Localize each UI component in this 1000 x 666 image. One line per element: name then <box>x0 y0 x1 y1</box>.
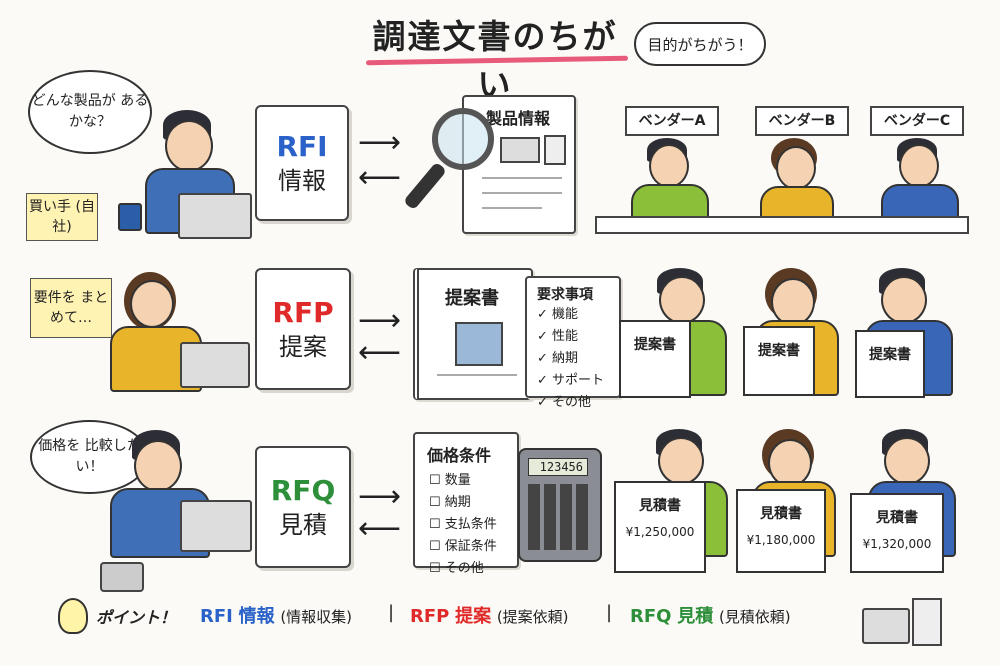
footer-rfq: RFQ 見積 (見積依頼) <box>630 602 791 628</box>
page-title: 調達文書のちがい <box>372 17 618 104</box>
magnifier-handle <box>402 161 448 211</box>
proposal-placard: 提案書 <box>855 330 925 398</box>
checklist-item: ✓ 機能 <box>537 307 579 322</box>
rfp-document: RFP 提案 <box>255 268 351 390</box>
footer-separator: | <box>388 602 395 623</box>
proposal-placard: 提案書 <box>619 320 691 398</box>
building-icon <box>455 322 503 366</box>
condition-item: ☐ 支払条件 <box>429 517 497 533</box>
condition-item: ☐ 数量 <box>429 473 471 488</box>
rfi-document: RFI 情報 <box>255 105 349 221</box>
requirements-note: 要件を まとめて… <box>30 278 112 338</box>
footer-rfq-paren: (見積依頼) <box>718 608 791 626</box>
arrow-left-icon: ⟵ <box>358 160 402 195</box>
rfi-doc-code: RFI <box>276 130 328 164</box>
footer-rfq-label: 見積 <box>677 606 714 627</box>
quote-price: ¥1,250,000 <box>625 525 695 539</box>
proposal-placard: 提案書 <box>743 326 815 396</box>
footer-rfp-code: RFP <box>410 606 450 627</box>
laptop-icon <box>180 500 252 552</box>
thought-bubble-rfi: どんな製品が あるかな？ <box>28 70 152 154</box>
rfq-document: RFQ 見積 <box>255 446 351 568</box>
point-label: ポイント！ <box>96 608 177 627</box>
arrow-right-icon: ⟶ <box>358 479 402 514</box>
arrow-right-icon: ⟶ <box>358 303 402 338</box>
arrow-left-icon: ⟵ <box>358 335 402 370</box>
vendor-booths: ベンダーA ベンダーB ベンダーC <box>595 100 969 235</box>
footer-rfp-label: 提案 <box>455 606 492 627</box>
buyer-note: 買い手 (自社) <box>26 193 98 241</box>
condition-item: ☐ その他 <box>429 561 484 577</box>
calculator-icon: 123456 <box>518 448 602 562</box>
rfi-doc-label: 情報 <box>278 166 326 195</box>
quote-card: 見積書 ¥1,320,000 <box>850 493 944 573</box>
quote-price: ¥1,320,000 <box>862 537 932 551</box>
laptop-icon <box>178 193 252 239</box>
server-icon <box>912 598 942 646</box>
calculator-display: 123456 <box>528 458 588 476</box>
quote-card: 見積書 ¥1,250,000 <box>614 481 706 573</box>
rfq-doc-code: RFQ <box>270 474 336 508</box>
price-conditions-sheet: 価格条件 ☐ 数量 ☐ 納期 ☐ 支払条件 ☐ 保証条件 ☐ その他 <box>413 432 519 576</box>
rfp-vendors: 提案書 提案書 提案書 <box>615 262 985 402</box>
calculator-keys <box>528 484 590 550</box>
arrow-left-icon: ⟵ <box>358 511 402 546</box>
footer-separator: | <box>606 602 613 623</box>
arrow-right-icon: ⟶ <box>358 125 402 160</box>
mug-icon <box>118 203 142 231</box>
rfq-doc-label: 見積 <box>279 510 327 539</box>
quote-label: 見積書 <box>760 506 802 522</box>
quote-card: 見積書 ¥1,180,000 <box>736 489 826 573</box>
footer-rfi-code: RFI <box>200 606 233 627</box>
lightbulb-icon <box>58 598 88 634</box>
server-icon <box>544 135 566 165</box>
condition-item: ☐ 納期 <box>429 495 471 511</box>
product-info-title: 製品情報 <box>486 109 551 128</box>
rfp-doc-code: RFP <box>272 296 334 330</box>
checklist-item: ✓ サポート <box>537 373 605 389</box>
condition-item: ☐ 保証条件 <box>429 539 497 555</box>
subtitle-bubble: 目的がちがう！ <box>634 22 766 66</box>
footer-rfp: RFP 提案 (提案依頼) <box>410 602 569 628</box>
quote-label: 見積書 <box>639 498 681 514</box>
calculator-small-icon <box>100 562 144 592</box>
price-conditions-title: 価格条件 <box>427 446 492 465</box>
vendor-c-sign: ベンダーC <box>870 106 964 136</box>
footer-rfi-label: 情報 <box>238 606 275 627</box>
laptop-icon <box>862 608 910 644</box>
quote-label: 見積書 <box>876 510 918 526</box>
laptop-icon <box>180 342 250 388</box>
checklist-title: 要求事項 <box>537 287 593 303</box>
footer-rfi: RFI 情報 (情報収集) <box>200 602 352 628</box>
proposal-notebook: 提案書 <box>413 268 533 400</box>
footer-rfq-code: RFQ <box>630 606 672 627</box>
checklist-item: ✓ その他 <box>537 395 592 411</box>
checklist-item: ✓ 性能 <box>537 329 579 345</box>
laptop-icon <box>500 137 540 163</box>
vendor-b-sign: ベンダーB <box>755 106 849 136</box>
quote-price: ¥1,180,000 <box>746 533 816 547</box>
requirements-checklist: 要求事項 ✓ 機能 ✓ 性能 ✓ 納期 ✓ サポート ✓ その他 <box>525 276 621 410</box>
footer-rfi-paren: (情報収集) <box>280 608 353 626</box>
checklist-item: ✓ 納期 <box>537 351 579 367</box>
footer-rfp-paren: (提案依頼) <box>496 608 569 626</box>
magnifier-icon <box>432 108 494 170</box>
thought-bubble-rfq: 価格を 比較したい！ <box>30 420 149 494</box>
rfp-doc-label: 提案 <box>279 332 327 361</box>
proposal-notebook-title: 提案書 <box>445 288 499 309</box>
vendor-a-sign: ベンダーA <box>625 106 719 136</box>
rfq-vendors: 見積書 ¥1,250,000 見積書 ¥1,180,000 見積書 ¥1,320… <box>610 425 990 575</box>
